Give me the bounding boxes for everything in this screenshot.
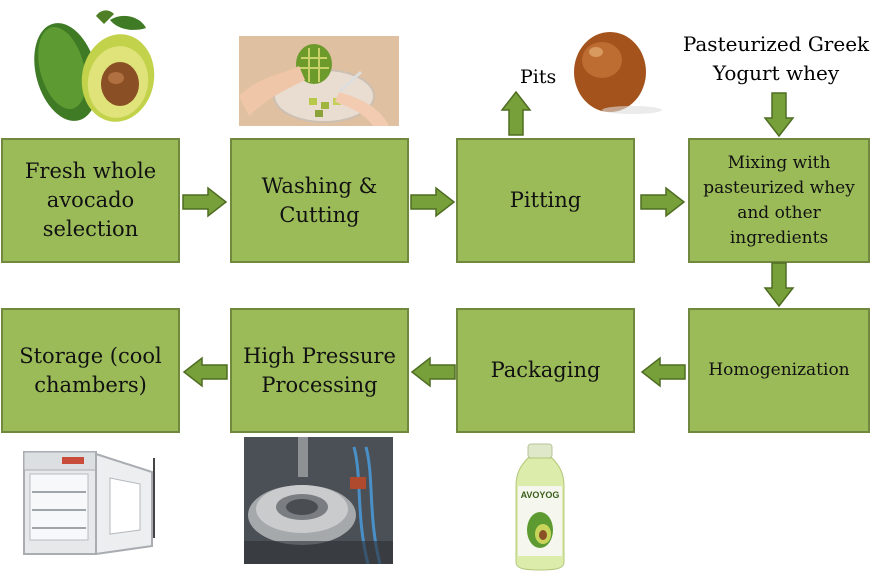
avocado-pit-image: [574, 32, 662, 114]
step-label: Fresh whole avocado selection: [24, 159, 157, 241]
arrow-left-icon: [640, 356, 686, 388]
whey-input-label: Pasteurized Greek Yogurt whey: [682, 32, 870, 85]
arrow-right-icon: [182, 186, 228, 218]
step-label: Storage (cool chambers): [19, 343, 162, 397]
step-label: Packaging: [490, 358, 601, 382]
step-mixing: Mixing with pasteurized whey and other i…: [688, 138, 870, 263]
arrow-down-icon: [763, 92, 795, 138]
step-washing-cutting: Washing & Cutting: [230, 138, 409, 263]
cutting-photo: [239, 36, 399, 126]
arrow-up-icon: [500, 90, 532, 136]
arrow-left-icon: [182, 356, 228, 388]
step-label: Pitting: [509, 188, 582, 212]
step-fresh-avocado-selection: Fresh whole avocado selection: [1, 138, 180, 263]
step-packaging: Packaging: [456, 308, 635, 433]
pits-output-label: Pits: [520, 66, 557, 88]
step-label: High Pressure Processing: [243, 343, 396, 397]
arrow-right-icon: [410, 186, 456, 218]
arrow-down-icon: [763, 262, 795, 308]
step-storage: Storage (cool chambers): [1, 308, 180, 433]
step-label: Washing & Cutting: [261, 173, 378, 227]
arrow-left-icon: [410, 356, 456, 388]
step-homogenization: Homogenization: [688, 308, 870, 433]
arrow-right-icon: [640, 186, 686, 218]
avoyog-bottle-image: AVOYOG: [515, 443, 565, 571]
step-label: Homogenization: [708, 360, 850, 380]
avocado-image: [34, 10, 155, 122]
step-label: Mixing with pasteurized whey and other i…: [703, 152, 855, 248]
step-high-pressure-processing: High Pressure Processing: [230, 308, 409, 433]
bottle-brand-label: AVOYOG: [521, 490, 560, 500]
cool-chamber-image: [23, 451, 155, 556]
hpp-machine-photo: [244, 437, 393, 564]
step-pitting: Pitting: [456, 138, 635, 263]
